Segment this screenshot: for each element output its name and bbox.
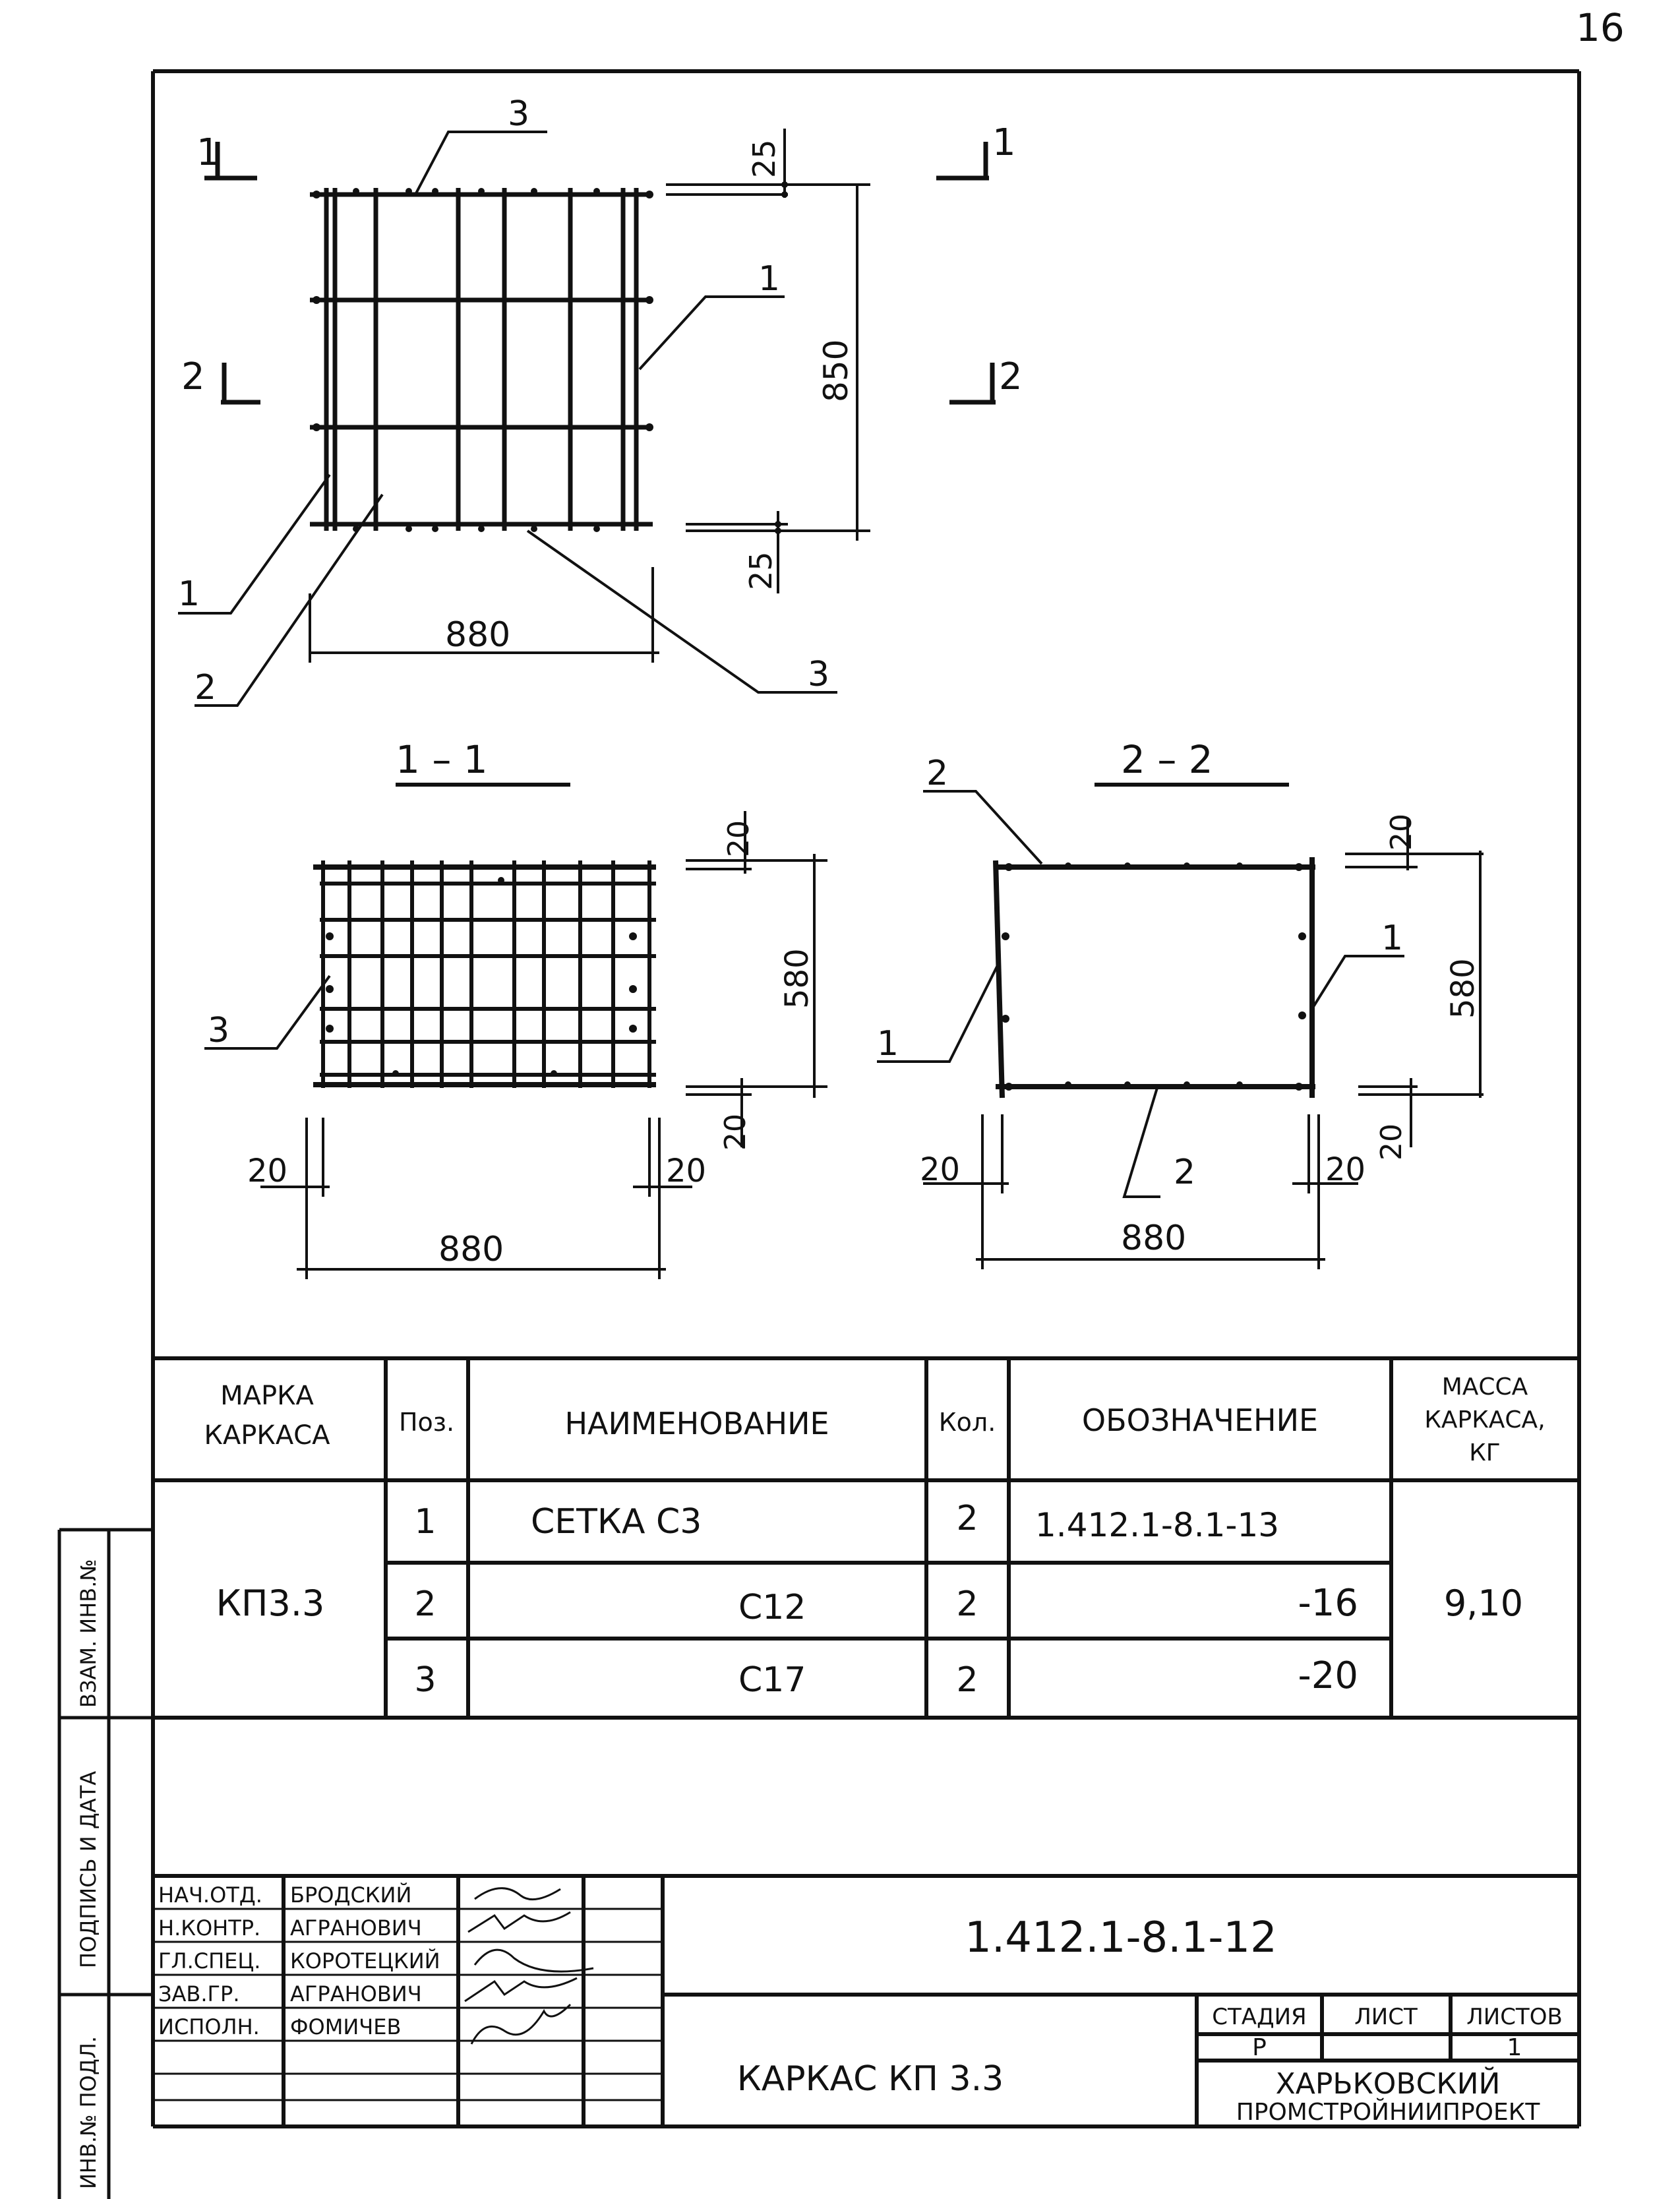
spec-table: МАРКА КАРКАСА Поз. НАИМЕНОВАНИЕ Кол. ОБО…: [153, 1356, 1579, 1720]
signer-name: АГРАНОВИЧ: [290, 1981, 422, 2006]
section-1-dim-right-cover: 20: [666, 1153, 706, 1190]
organization-line1: ХАРЬКОВСКИЙ: [1276, 2066, 1501, 2101]
signer-name: КОРОТЕЦКИЙ: [290, 1948, 440, 1973]
header-name: НАИМЕНОВАНИЕ: [564, 1406, 829, 1441]
header-mass-line2: КАРКАСА,: [1424, 1406, 1545, 1433]
drawing-title: КАРКАС КП 3.3: [737, 2059, 1004, 2099]
row-qty: 2: [956, 1584, 978, 1624]
header-qty: Кол.: [939, 1408, 996, 1437]
section-1-1: 1 – 1: [204, 737, 827, 1279]
row-qty: 2: [956, 1660, 978, 1700]
row-pos: 3: [414, 1660, 436, 1700]
signature: [473, 1948, 594, 1973]
section-1-dim-top-cover: 20: [722, 820, 756, 857]
stage-value: Р: [1252, 2034, 1267, 2061]
section-2-title: 2 – 2: [1121, 737, 1213, 782]
row-name: С17: [738, 1660, 806, 1700]
header-pos: Поз.: [399, 1408, 454, 1437]
signature: [470, 2003, 572, 2045]
plan-dim-width: 880: [445, 615, 510, 655]
sheets-value: 1: [1507, 2034, 1522, 2061]
row-name: С12: [738, 1588, 806, 1627]
table-row: 1 СЕТКА С3 2 1.412.1-8.1-13: [414, 1499, 1279, 1544]
section-2-2: 2 – 2 2 1 1 2: [877, 737, 1484, 1269]
plan-callout-left: 1: [178, 574, 200, 614]
section-1-dim-height: 580: [779, 948, 816, 1009]
signer-row: ЗАВ.ГР. АГРАНОВИЧ: [158, 1977, 578, 2006]
signer-row: Н.КОНТР. АГРАНОВИЧ: [158, 1911, 571, 1941]
sheet-frame: [151, 69, 1581, 2128]
row-designation: -20: [1298, 1654, 1358, 1697]
section-1-title: 1 – 1: [396, 737, 488, 782]
table-row: 3 С17 2 -20: [414, 1654, 1358, 1700]
header-mass-line1: МАССА: [1442, 1373, 1528, 1401]
plan-callout-right: 1: [758, 259, 780, 299]
section-1-callout: 3: [208, 1011, 229, 1050]
table-row: 2 С12 2 -16: [414, 1582, 1358, 1627]
section-2-dim-width: 880: [1121, 1219, 1186, 1258]
signer-name: АГРАНОВИЧ: [290, 1915, 422, 1941]
plan-callout-top: 3: [508, 94, 529, 134]
page-number: 16: [1576, 5, 1625, 50]
section-2-dim-right-cover: 20: [1325, 1151, 1365, 1188]
row-name: СЕТКА С3: [531, 1502, 702, 1542]
section-1-dim-width: 880: [438, 1230, 504, 1269]
section-2-callout-top-left: 2: [926, 754, 948, 793]
header-designation: ОБОЗНАЧЕНИЕ: [1082, 1402, 1318, 1438]
section-2-callout-left: 1: [877, 1024, 899, 1064]
section-mark-1-right: 1: [992, 121, 1016, 164]
section-mark-1-left: 1: [196, 131, 220, 174]
stamp-vzam: ВЗАМ. ИНВ.№: [76, 1559, 101, 1708]
signer-row: ГЛ.СПЕЦ. КОРОТЕЦКИЙ: [158, 1948, 594, 1973]
section-mark-2-right: 2: [999, 355, 1023, 398]
signer-role: НАЧ.ОТД.: [158, 1883, 262, 1908]
row-pos: 1: [414, 1502, 436, 1542]
plan-dim-top-cover: 25: [746, 139, 782, 178]
section-2-dim-height: 580: [1445, 958, 1482, 1019]
signature: [474, 1887, 561, 1901]
signer-name: БРОДСКИЙ: [290, 1883, 411, 1908]
plan-callout-bottom-right: 3: [808, 655, 829, 694]
signer-row: НАЧ.ОТД. БРОДСКИЙ: [158, 1883, 561, 1908]
organization-line2: ПРОМСТРОЙНИИПРОЕКТ: [1236, 2098, 1541, 2126]
signature: [467, 1911, 571, 1933]
document-code: 1.412.1-8.1-12: [965, 1913, 1277, 1962]
signer-name: ФОМИЧЕВ: [290, 2014, 401, 2039]
signer-role: ЗАВ.ГР.: [158, 1981, 240, 2006]
section-mark-2-left: 2: [181, 355, 205, 398]
section-2-dim-left-cover: 20: [920, 1151, 960, 1188]
row-qty: 2: [956, 1499, 978, 1538]
section-2-callout-right: 1: [1381, 919, 1403, 958]
title-block: НАЧ.ОТД. БРОДСКИЙ Н.КОНТР. АГРАНОВИЧ ГЛ.…: [153, 1874, 1579, 2126]
plan-dim-bottom-cover: 25: [743, 551, 779, 590]
frame-mark: КП3.3: [216, 1582, 325, 1624]
signer-role: ИСПОЛН.: [158, 2014, 260, 2039]
plan-view: 1 1 2 2 3 1 1 2 3: [178, 94, 1023, 708]
plan-callout-bottom-left: 2: [195, 668, 216, 708]
section-2-dim-bottom-cover: 20: [1375, 1124, 1408, 1160]
header-mark-line2: КАРКАСА: [204, 1420, 331, 1451]
row-pos: 2: [414, 1584, 436, 1624]
signer-role: Н.КОНТР.: [158, 1915, 260, 1941]
sheets-label: ЛИСТОВ: [1466, 2004, 1563, 2030]
signer-row: ИСПОЛН. ФОМИЧЕВ: [158, 2003, 572, 2045]
signature: [464, 1977, 578, 2003]
frame-mass: 9,10: [1444, 1582, 1523, 1624]
stage-label: СТАДИЯ: [1212, 2004, 1306, 2030]
sheet-label: ЛИСТ: [1354, 2004, 1418, 2030]
row-designation: -16: [1298, 1582, 1358, 1625]
side-stamp: ВЗАМ. ИНВ.№ ПОДПИСЬ И ДАТА ИНВ.№ ПОДЛ.: [57, 1528, 153, 2199]
section-2-callout-bottom: 2: [1174, 1153, 1195, 1192]
header-mass-line3: КГ: [1469, 1439, 1501, 1466]
section-2-dim-top-cover: 20: [1385, 814, 1418, 851]
stamp-podpis: ПОДПИСЬ И ДАТА: [76, 1771, 101, 1968]
row-designation: 1.412.1-8.1-13: [1035, 1506, 1279, 1544]
stamp-inv: ИНВ.№ ПОДЛ.: [76, 2036, 101, 2189]
signer-role: ГЛ.СПЕЦ.: [158, 1948, 260, 1973]
plan-dim-height: 850: [817, 340, 855, 402]
section-1-dim-bottom-cover: 20: [719, 1114, 752, 1151]
header-mark-line1: МАРКА: [220, 1381, 314, 1411]
section-1-dim-left-cover: 20: [247, 1153, 287, 1190]
